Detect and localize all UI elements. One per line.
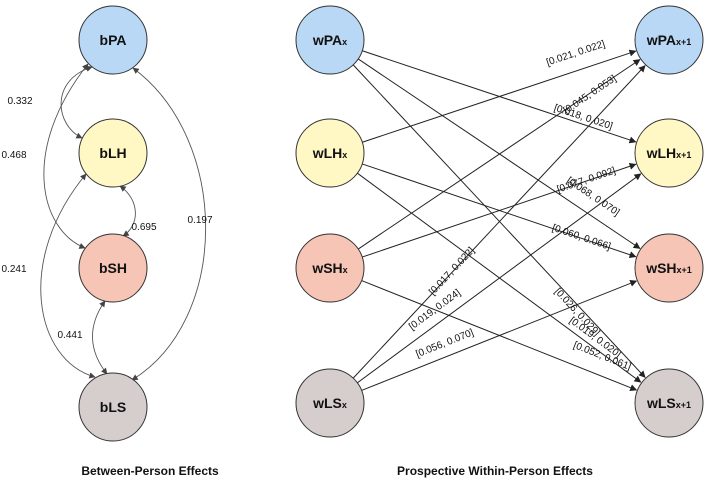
node-label-base: wSH <box>311 260 342 276</box>
node-wlh: wLHx <box>295 118 365 188</box>
node-label: wLHx+1 <box>646 145 692 161</box>
node-label: wLSx <box>312 395 347 411</box>
node-label: wLHx <box>312 145 348 161</box>
path-edge-wls-wsh1 <box>361 280 638 391</box>
node-circle <box>634 5 704 75</box>
path-edge-wpa-wsh1 <box>357 58 641 249</box>
node-label-base: wSH <box>645 260 676 276</box>
node-label-base: wLH <box>646 145 677 161</box>
correlation-label-bpa-bsh: 0.468 <box>1 150 26 161</box>
node-circle <box>634 368 704 438</box>
node-circle <box>78 372 148 442</box>
correlation-curve-bsh-bls <box>92 300 108 375</box>
node-circle <box>295 368 365 438</box>
node-label: bLH <box>99 145 126 161</box>
node-label-subscript: x+1 <box>677 265 692 275</box>
correlation-curve-bpa-bsh <box>43 63 89 249</box>
node-circle <box>634 233 704 303</box>
node-label-subscript: x+1 <box>676 37 691 47</box>
node-circle <box>295 5 365 75</box>
node-label: wSHx+1 <box>645 260 692 276</box>
node-bsh: bSH <box>78 233 148 303</box>
node-label: bPA <box>100 32 127 48</box>
node-label-subscript: x <box>342 37 347 47</box>
correlation-curve-bpa-blh <box>60 65 93 139</box>
path-edge-wls-wpa1 <box>352 65 646 379</box>
correlation-label-bpa-blh: 0.332 <box>7 96 32 107</box>
node-label-base: wLS <box>312 395 342 411</box>
node-circle <box>295 118 365 188</box>
node-label-base: wLS <box>646 395 676 411</box>
path-label-wlh-wsh1: [0.060, 0.066] <box>551 223 613 253</box>
path-edge-wlh-wpa1 <box>362 49 637 143</box>
correlation-label-blh-bsh: 0.695 <box>131 222 156 233</box>
node-wpa: wPAx <box>295 5 365 75</box>
node-wls1: wLSx+1 <box>634 368 704 438</box>
node-circle <box>78 233 148 303</box>
node-wls: wLSx <box>295 368 365 438</box>
node-wsh1: wSHx+1 <box>634 233 704 303</box>
correlation-label-blh-bls: 0.241 <box>1 264 26 275</box>
node-circle <box>295 233 365 303</box>
within-path-labels: [0.018, 0.020][0.026, 0.029][0.021, 0.02… <box>407 39 633 373</box>
node-label: bLS <box>100 399 126 415</box>
node-label: wPAx <box>312 32 347 48</box>
correlation-label-bsh-bls: 0.441 <box>57 330 82 341</box>
between-caption: Between-Person Effects <box>81 464 219 478</box>
path-edge-wlh-wls1 <box>357 172 642 383</box>
node-bpa: bPA <box>78 5 148 75</box>
node-blh: bLH <box>78 118 148 188</box>
node-label: wSHx <box>311 260 347 276</box>
node-circle <box>634 118 704 188</box>
node-label-subscript: x <box>342 150 347 160</box>
node-label: wPAx+1 <box>646 32 692 48</box>
node-label-subscript: x+1 <box>676 150 691 160</box>
node-label-base: wLH <box>312 145 343 161</box>
between-panel: 0.332 0.468 0.695 0.197 0.241 0.441 bPA bLH bSH… <box>1 5 219 478</box>
path-label-wls-wsh1: [0.056, 0.070] <box>414 327 475 360</box>
node-wlh1: wLHx+1 <box>634 118 704 188</box>
node-label-subscript: x+1 <box>676 400 691 410</box>
correlation-label-bpa-bls: 0.197 <box>187 215 212 226</box>
node-bls: bLS <box>78 372 148 442</box>
within-path-edges <box>352 49 646 391</box>
node-wpa1: wPAx+1 <box>634 5 704 75</box>
correlation-curve-blh-bls <box>40 173 96 379</box>
path-edge-wsh-wlh1 <box>362 162 637 258</box>
within-panel: [0.018, 0.020][0.026, 0.029][0.021, 0.02… <box>295 5 704 478</box>
node-label-subscript: x <box>342 400 347 410</box>
node-circle <box>78 5 148 75</box>
node-wsh: wSHx <box>295 233 365 303</box>
node-label: bSH <box>99 260 127 276</box>
node-label: wLSx+1 <box>646 395 691 411</box>
correlation-curve-bpa-bls <box>131 67 206 381</box>
node-label-base: wPA <box>646 32 676 48</box>
path-label-wsh-wpa1: [0.045, 0.053] <box>562 73 619 116</box>
between-correlation-curves <box>40 63 206 381</box>
node-circle <box>78 118 148 188</box>
between-correlation-labels: 0.332 0.468 0.695 0.197 0.241 0.441 <box>1 96 212 341</box>
node-label-base: wPA <box>312 32 342 48</box>
node-label-subscript: x <box>343 265 348 275</box>
within-caption: Prospective Within-Person Effects <box>397 464 593 478</box>
between-nodes: bPA bLH bSH bLS <box>78 5 148 442</box>
